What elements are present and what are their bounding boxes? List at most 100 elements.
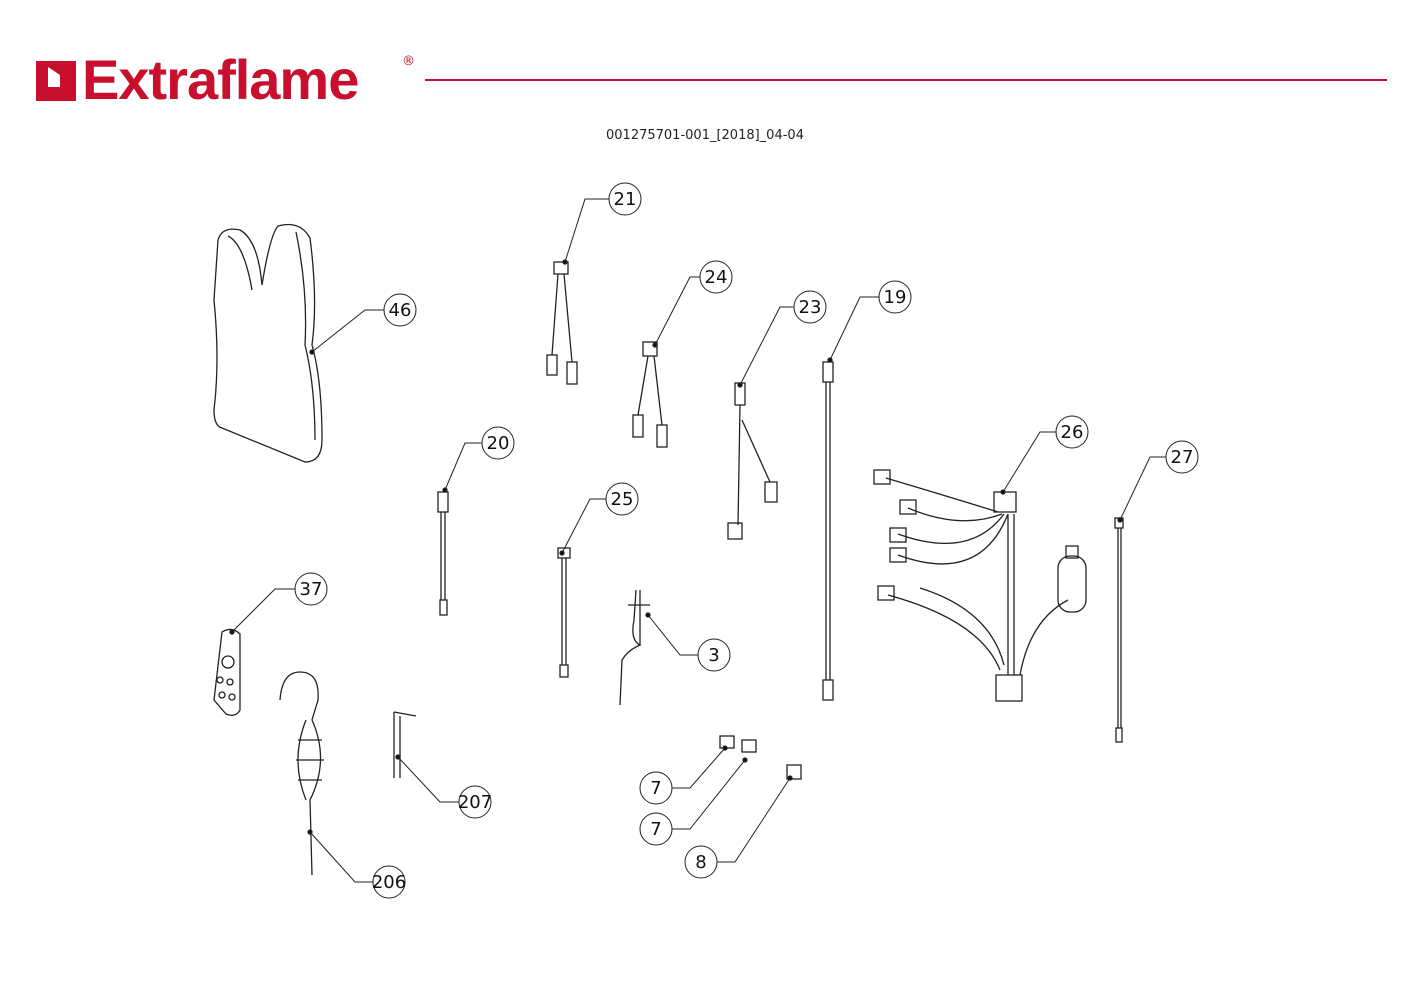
leader-arrow — [645, 612, 651, 618]
part-46-panel — [213, 223, 323, 463]
callout-19: 19 — [827, 280, 912, 363]
callout-7: 7 — [639, 745, 728, 805]
callout-207: 207 — [395, 754, 492, 819]
logo-mark-icon — [36, 61, 76, 101]
leader-arrow — [737, 382, 743, 388]
callout-number: 7 — [650, 819, 661, 840]
part-37-remote-control — [213, 628, 241, 716]
brand-name: Extraflame — [82, 48, 359, 111]
leader-line — [397, 756, 459, 803]
callout-number: 206 — [372, 872, 406, 893]
callout-number: 20 — [487, 433, 510, 454]
callout-number: 3 — [708, 645, 719, 666]
callout-number: 24 — [705, 267, 728, 288]
callout-8: 8 — [684, 775, 793, 879]
callout-bubble — [1055, 415, 1089, 449]
callout-number: 37 — [300, 579, 323, 600]
part-7-clip — [741, 739, 757, 753]
part-206-probe — [279, 671, 324, 876]
leader-arrow — [559, 550, 565, 556]
leader-line — [444, 442, 482, 491]
part-7-clip — [719, 735, 735, 749]
leader-line — [647, 614, 698, 656]
leader-arrow — [722, 745, 728, 751]
leader-arrow — [229, 629, 235, 635]
part-8-clip — [786, 764, 802, 780]
callout-26: 26 — [1000, 415, 1089, 495]
callout-bubble — [481, 426, 515, 460]
brand-logo: Extraflame — [34, 48, 359, 111]
callout-7: 7 — [639, 757, 748, 846]
callout-number: 7 — [650, 778, 661, 799]
callout-37: 37 — [229, 572, 328, 635]
leader-line — [654, 276, 700, 346]
leader-line — [311, 309, 384, 353]
callout-bubble — [372, 865, 406, 899]
leader-arrow — [307, 829, 313, 835]
leader-arrow — [1000, 489, 1006, 495]
leader-line — [309, 831, 373, 883]
part-25-cable — [557, 547, 571, 678]
part-27-cable — [1114, 517, 1124, 743]
leader-line — [672, 747, 726, 789]
leader-arrow — [1117, 517, 1123, 523]
registered-mark: ® — [402, 54, 415, 69]
callout-number: 23 — [799, 297, 822, 318]
callout-24: 24 — [652, 260, 733, 348]
leader-arrow — [395, 754, 401, 760]
part-207-allen-key — [393, 711, 417, 778]
callout-bubble — [699, 260, 733, 294]
leader-line — [672, 759, 746, 830]
callout-206: 206 — [307, 829, 406, 899]
leader-line — [564, 198, 609, 263]
callout-bubble — [793, 290, 827, 324]
leader-arrow — [652, 342, 658, 348]
callout-number: 21 — [614, 189, 637, 210]
callout-bubble — [639, 812, 673, 846]
header-rule — [425, 79, 1387, 81]
part-23-cable — [727, 382, 778, 540]
leader-line — [717, 777, 791, 863]
callout-number: 27 — [1171, 447, 1194, 468]
part-21-cable — [546, 261, 578, 385]
callout-bubble — [697, 638, 731, 672]
callout-46: 46 — [309, 293, 417, 355]
callout-bubble — [383, 293, 417, 327]
leader-line — [561, 498, 606, 554]
leader-arrow — [562, 259, 568, 265]
leader-line — [1002, 431, 1056, 493]
callout-bubble — [294, 572, 328, 606]
callout-bubble — [878, 280, 912, 314]
part-19-cable — [822, 361, 834, 701]
leader-line — [1119, 456, 1166, 521]
part-20-cable — [437, 491, 449, 616]
callout-bubble — [639, 771, 673, 805]
leader-line — [829, 296, 879, 361]
part-3-bracket — [619, 589, 650, 706]
callout-27: 27 — [1117, 440, 1199, 523]
leader-line — [739, 306, 794, 386]
leader-arrow — [309, 349, 315, 355]
callout-bubble — [684, 845, 718, 879]
part-26-wiring-harness — [873, 469, 1087, 702]
callout-3: 3 — [645, 612, 731, 672]
callout-number: 19 — [884, 287, 907, 308]
part-24-cable — [632, 341, 668, 448]
callout-bubble — [605, 482, 639, 516]
callout-bubble — [608, 182, 642, 216]
callout-20: 20 — [442, 426, 515, 493]
leader-arrow — [442, 487, 448, 493]
callout-number: 25 — [611, 489, 634, 510]
callout-number: 26 — [1061, 422, 1084, 443]
leader-arrow — [827, 357, 833, 363]
leader-arrow — [742, 757, 748, 763]
callout-number: 46 — [389, 300, 412, 321]
callout-number: 207 — [458, 792, 492, 813]
callout-23: 23 — [737, 290, 827, 388]
callout-21: 21 — [562, 182, 642, 265]
callout-bubble — [1165, 440, 1199, 474]
callout-bubble — [458, 785, 492, 819]
leader-line — [231, 588, 295, 633]
leader-arrow — [787, 775, 793, 781]
